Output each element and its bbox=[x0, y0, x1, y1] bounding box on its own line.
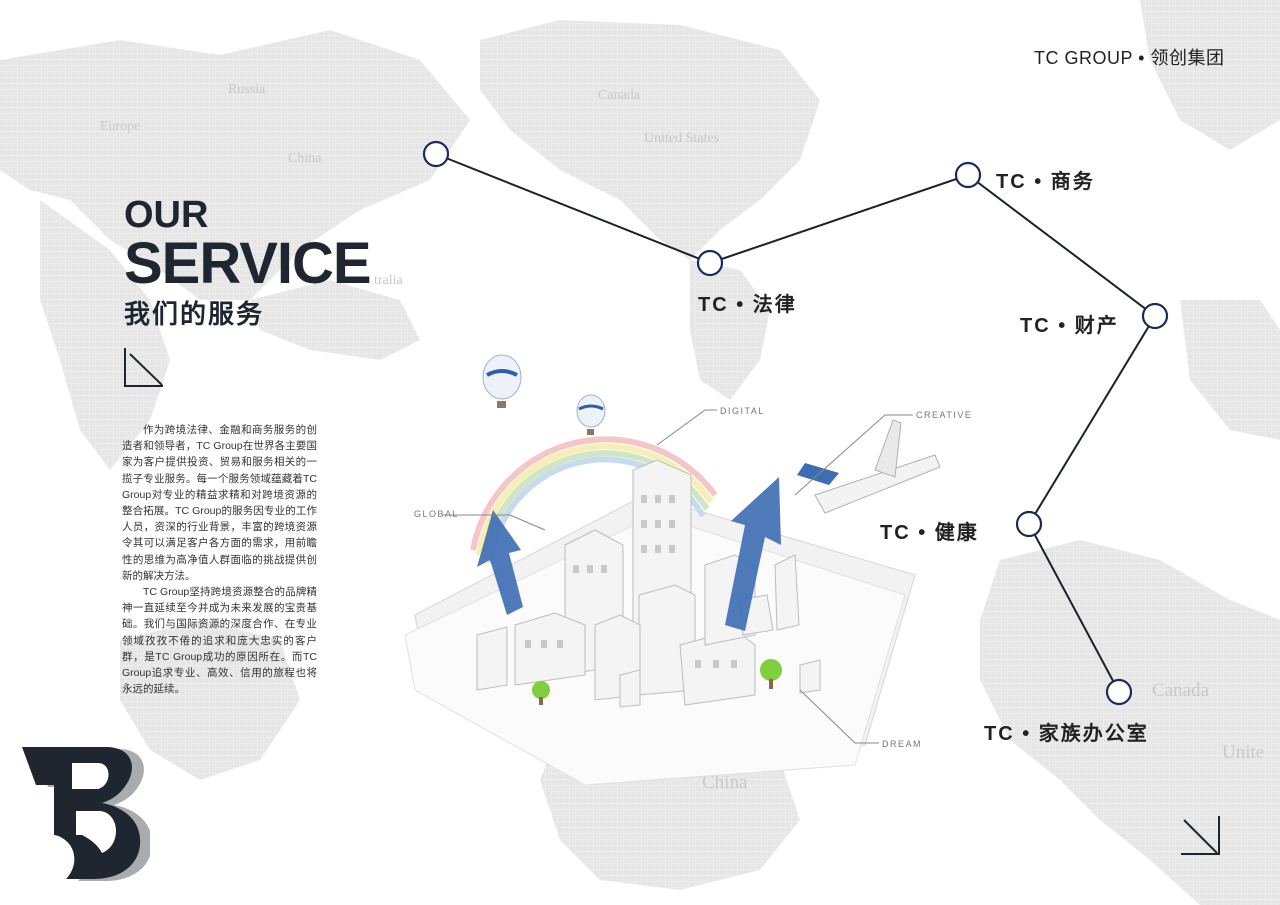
service-health[interactable]: TC • 健康 bbox=[880, 522, 979, 544]
map-label: United States bbox=[644, 131, 720, 146]
brand-title: TC GROUP • 领创集团 bbox=[1034, 48, 1225, 68]
map-label: Europe bbox=[100, 119, 141, 134]
map-label: Canada bbox=[598, 88, 640, 103]
arrow-down-right-icon bbox=[1181, 816, 1220, 855]
map-label: tralia bbox=[374, 273, 403, 288]
map-label: Russia bbox=[228, 82, 266, 97]
service-business[interactable]: TC • 商务 bbox=[996, 171, 1095, 193]
map-label: Canada bbox=[1152, 680, 1209, 701]
service-law[interactable]: TC • 法律 bbox=[698, 294, 797, 316]
map-label: China bbox=[702, 772, 748, 793]
heading-our: OUR bbox=[124, 194, 209, 236]
service-family-office[interactable]: TC • 家族办公室 bbox=[984, 723, 1149, 745]
service-property[interactable]: TC • 财产 bbox=[1020, 315, 1119, 337]
map-label: Unite bbox=[1222, 742, 1265, 763]
b-letter-logo bbox=[22, 747, 150, 881]
tag-digital: DIGITAL bbox=[720, 406, 765, 416]
intro-paragraph: TC Group坚持跨境资源整合的品牌精神一直延续至今并成为未来发展的宝贵基础。… bbox=[122, 586, 317, 696]
heading-service: SERVICE bbox=[124, 231, 372, 296]
tag-global: GLOBAL bbox=[414, 509, 460, 519]
map-label: China bbox=[288, 151, 322, 166]
intro-paragraph: 作为跨境法律、金融和商务服务的创造者和领导者，TC Group在世界各主要国家为… bbox=[122, 424, 317, 582]
city-illustration bbox=[404, 354, 941, 785]
tag-dream: DREAM bbox=[882, 739, 923, 749]
heading-cn: 我们的服务 bbox=[124, 299, 265, 329]
tag-creative: CREATIVE bbox=[916, 410, 973, 420]
arrow-down-right-icon bbox=[124, 348, 163, 387]
